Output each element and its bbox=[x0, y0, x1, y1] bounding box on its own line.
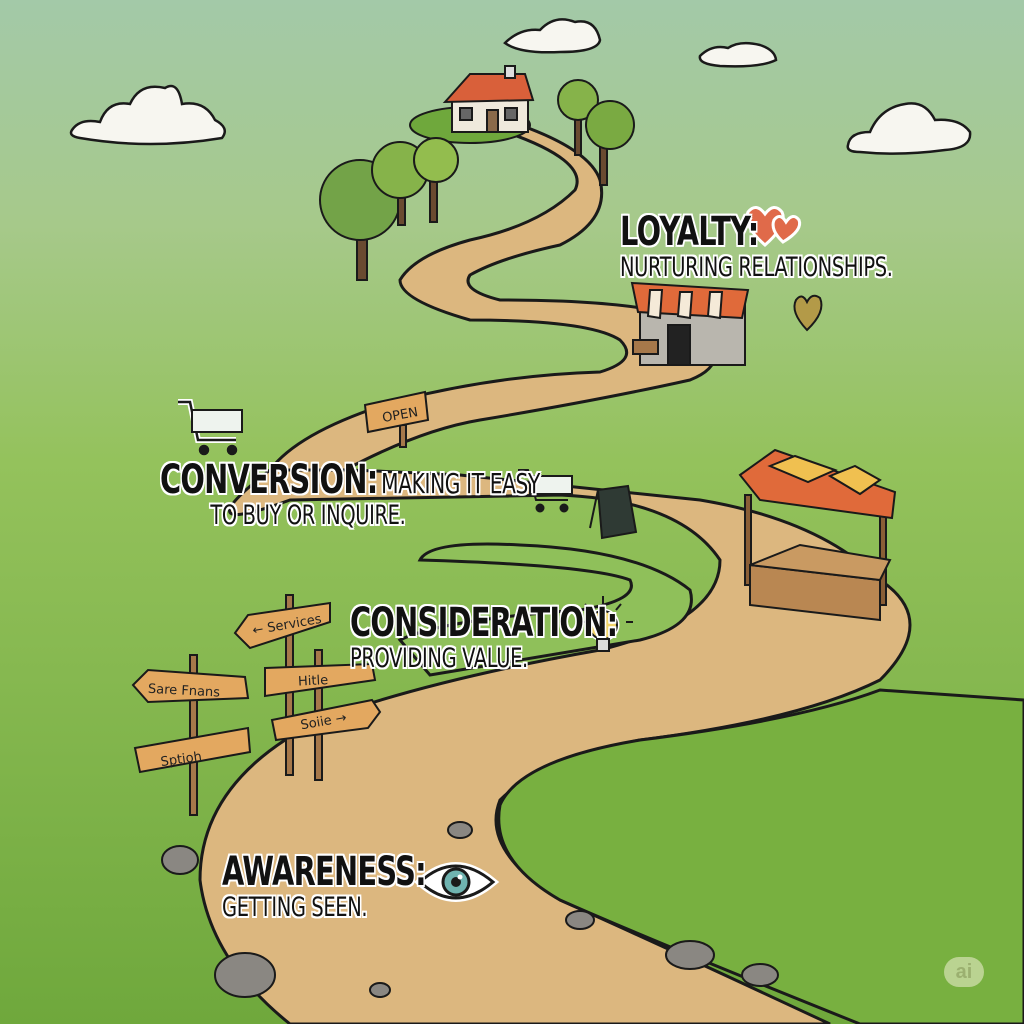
shop-building bbox=[630, 281, 750, 366]
stage-loyalty: LOYALTY: NURTURING RELATIONSHIPS. bbox=[620, 212, 893, 281]
shopping-cart-icon bbox=[178, 399, 243, 456]
stage-conversion-title: CONVERSION: bbox=[160, 457, 378, 503]
sign-sptioh: Sptioh bbox=[160, 749, 203, 770]
cloud-right bbox=[846, 102, 972, 155]
stage-conversion-subtitle-line1: MAKING IT EASY bbox=[381, 467, 540, 500]
chalkboard-sign bbox=[589, 484, 638, 540]
open-sign-text: OPEN bbox=[381, 405, 419, 426]
stage-consideration: CONSIDERATION: PROVIDING VALUE. bbox=[350, 600, 618, 674]
house bbox=[409, 65, 535, 144]
cloud-left bbox=[69, 84, 227, 146]
stage-awareness-title: AWARENESS: bbox=[222, 849, 427, 895]
sign-sare-fnans: Sare Fnans bbox=[148, 682, 221, 701]
stage-consideration-title: CONSIDERATION: bbox=[350, 600, 618, 646]
sign-hitle: Hitle bbox=[298, 673, 329, 690]
signpost-cluster: ← Services Sare Fnans Hitle Soiie → Spti… bbox=[131, 594, 382, 816]
cloud-top-right bbox=[698, 41, 778, 68]
lightbulb-icon bbox=[580, 596, 633, 652]
watermark-logo: ai bbox=[944, 957, 984, 987]
open-sign: OPEN bbox=[363, 390, 430, 448]
stage-conversion: CONVERSION: MAKING IT EASY TO BUY OR INQ… bbox=[160, 460, 540, 529]
trees bbox=[319, 79, 635, 281]
rocks bbox=[161, 821, 779, 998]
stage-awareness: AWARENESS: GETTING SEEN. bbox=[222, 849, 427, 923]
hearts-icon bbox=[745, 206, 802, 247]
cloud-top-center bbox=[503, 18, 602, 54]
market-stall bbox=[738, 448, 897, 622]
stage-conversion-subtitle-line2: TO BUY OR INQUIRE. bbox=[210, 500, 406, 531]
shopping-cart-small-icon bbox=[518, 469, 573, 513]
stage-loyalty-title: LOYALTY: bbox=[620, 209, 759, 255]
winding-path bbox=[198, 123, 1024, 1024]
faded-heart-icon bbox=[793, 294, 823, 332]
eye-icon bbox=[414, 862, 500, 902]
stage-consideration-subtitle: PROVIDING VALUE. bbox=[350, 643, 528, 674]
stage-loyalty-subtitle: NURTURING RELATIONSHIPS. bbox=[620, 252, 893, 283]
stage-awareness-subtitle: GETTING SEEN. bbox=[222, 892, 368, 923]
